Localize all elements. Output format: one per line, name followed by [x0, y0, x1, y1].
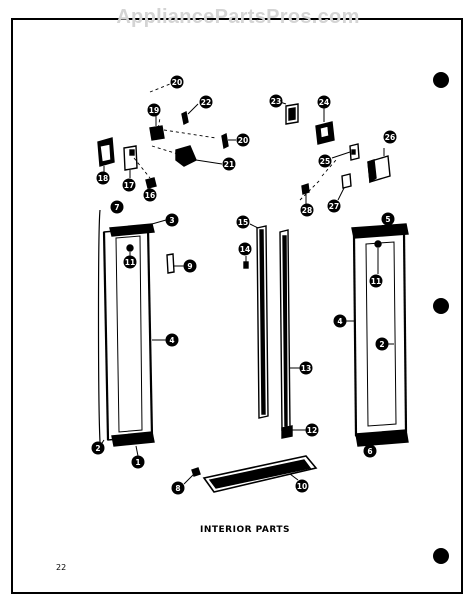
- control-parts-right: [285, 103, 391, 195]
- svg-text:7: 7: [114, 203, 119, 212]
- svg-text:22: 22: [201, 98, 211, 107]
- callout-19: 19: [147, 103, 161, 126]
- svg-text:12: 12: [307, 426, 317, 435]
- callout-6: 6: [363, 444, 377, 458]
- callout-8: 8: [171, 473, 195, 495]
- callout-7: 7: [110, 200, 124, 214]
- svg-text:16: 16: [145, 191, 155, 200]
- callout-14: 14: [238, 242, 252, 262]
- svg-text:11: 11: [125, 258, 135, 267]
- callout-4-right: 4: [333, 314, 354, 328]
- callout-11-right: 11: [369, 248, 383, 288]
- callout-5: 5: [381, 212, 395, 226]
- center-mullion-assembly: [243, 225, 293, 439]
- svg-text:3: 3: [169, 216, 174, 225]
- callout-2-left: 2: [91, 439, 105, 455]
- callout-20-right: 20: [228, 133, 250, 147]
- binder-hole-bottom: [433, 548, 449, 564]
- callout-25: 25: [318, 151, 351, 168]
- svg-text:19: 19: [149, 106, 159, 115]
- svg-text:4: 4: [337, 317, 342, 326]
- svg-text:18: 18: [98, 174, 108, 183]
- callout-18: 18: [96, 166, 110, 185]
- svg-text:11: 11: [371, 277, 381, 286]
- callout-15: 15: [236, 215, 259, 229]
- callout-4-left: 4: [152, 333, 179, 347]
- callout-2-right: 2: [375, 337, 394, 351]
- right-liner-assembly: [351, 223, 409, 447]
- diagram-frame: [11, 18, 463, 594]
- callout-20-top: 20: [170, 75, 184, 89]
- svg-text:21: 21: [224, 160, 234, 169]
- svg-text:26: 26: [385, 133, 395, 142]
- callout-12: 12: [292, 423, 319, 437]
- svg-text:23: 23: [271, 97, 281, 106]
- svg-text:20: 20: [172, 78, 182, 87]
- callout-13: 13: [290, 361, 313, 375]
- page-number: 22: [56, 563, 67, 572]
- binder-hole-top: [433, 72, 449, 88]
- control-parts-left: [97, 110, 229, 189]
- callout-24: 24: [317, 95, 331, 122]
- svg-text:15: 15: [238, 218, 248, 227]
- svg-text:14: 14: [240, 245, 250, 254]
- callout-9: 9: [174, 259, 197, 273]
- svg-text:10: 10: [297, 482, 307, 491]
- callout-23: 23: [269, 94, 287, 108]
- trim-piece-9: [166, 253, 175, 274]
- callout-21: 21: [195, 157, 236, 171]
- callout-22: 22: [187, 95, 213, 115]
- svg-text:6: 6: [367, 447, 372, 456]
- svg-text:20: 20: [238, 136, 248, 145]
- diagram-caption: INTERIOR PARTS: [200, 525, 291, 535]
- svg-text:4: 4: [169, 336, 174, 345]
- callout-3: 3: [151, 213, 179, 227]
- callout-1: 1: [131, 445, 145, 469]
- svg-text:27: 27: [329, 202, 339, 211]
- callout-10: 10: [289, 473, 309, 493]
- callout-16: 16: [143, 188, 157, 202]
- callout-17: 17: [122, 170, 136, 192]
- svg-text:13: 13: [301, 364, 311, 373]
- callout-11-left: 11: [123, 252, 137, 269]
- left-liner-assembly: [97, 209, 155, 447]
- svg-text:1: 1: [135, 458, 140, 467]
- svg-text:24: 24: [319, 98, 329, 107]
- svg-text:9: 9: [187, 262, 192, 271]
- svg-text:28: 28: [302, 206, 312, 215]
- callout-28: 28: [300, 194, 314, 217]
- svg-text:2: 2: [95, 444, 100, 453]
- svg-text:2: 2: [379, 340, 384, 349]
- svg-text:17: 17: [124, 181, 134, 190]
- svg-text:8: 8: [175, 484, 180, 493]
- svg-text:25: 25: [320, 157, 330, 166]
- callout-26: 26: [383, 130, 397, 156]
- binder-hole-middle: [433, 298, 449, 314]
- callout-27: 27: [327, 187, 345, 213]
- svg-text:5: 5: [385, 215, 390, 224]
